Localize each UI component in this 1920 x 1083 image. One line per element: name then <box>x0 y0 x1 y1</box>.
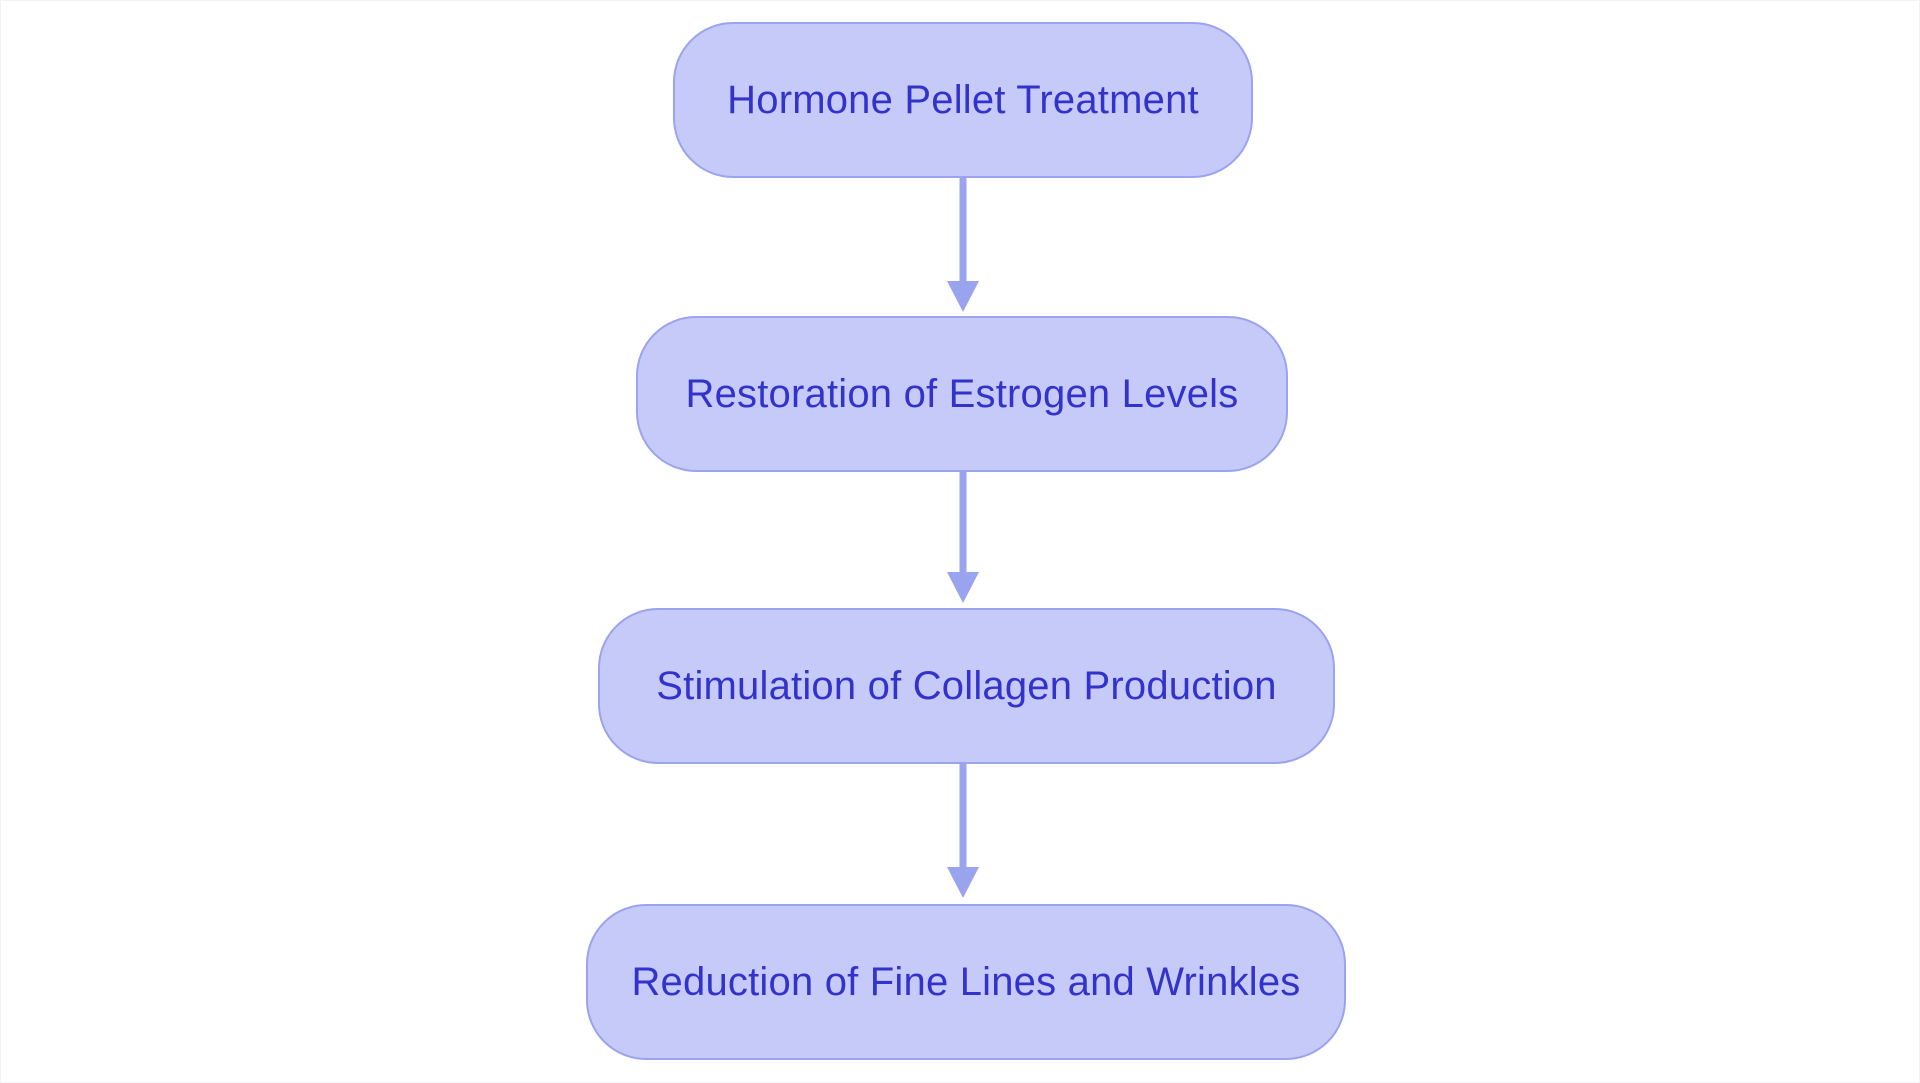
arrow-down-icon <box>947 867 979 898</box>
flowchart-node-restoration-of-estrogen-levels[interactable]: Restoration of Estrogen Levels <box>636 316 1288 472</box>
arrow-down-icon <box>947 281 979 312</box>
flowchart-node-stimulation-of-collagen-production[interactable]: Stimulation of Collagen Production <box>598 608 1335 764</box>
node-label: Hormone Pellet Treatment <box>727 78 1199 122</box>
node-label: Stimulation of Collagen Production <box>656 664 1277 708</box>
flowchart-node-reduction-of-fine-lines-and-wrinkles[interactable]: Reduction of Fine Lines and Wrinkles <box>586 904 1346 1060</box>
edge-n2-n3 <box>947 472 979 603</box>
node-label: Restoration of Estrogen Levels <box>685 372 1239 416</box>
flowchart-node-hormone-pellet-treatment[interactable]: Hormone Pellet Treatment <box>673 22 1253 178</box>
edge-n1-n2 <box>947 178 979 312</box>
edge-n3-n4 <box>947 764 979 898</box>
node-label: Reduction of Fine Lines and Wrinkles <box>631 960 1301 1004</box>
arrow-down-icon <box>947 572 979 603</box>
